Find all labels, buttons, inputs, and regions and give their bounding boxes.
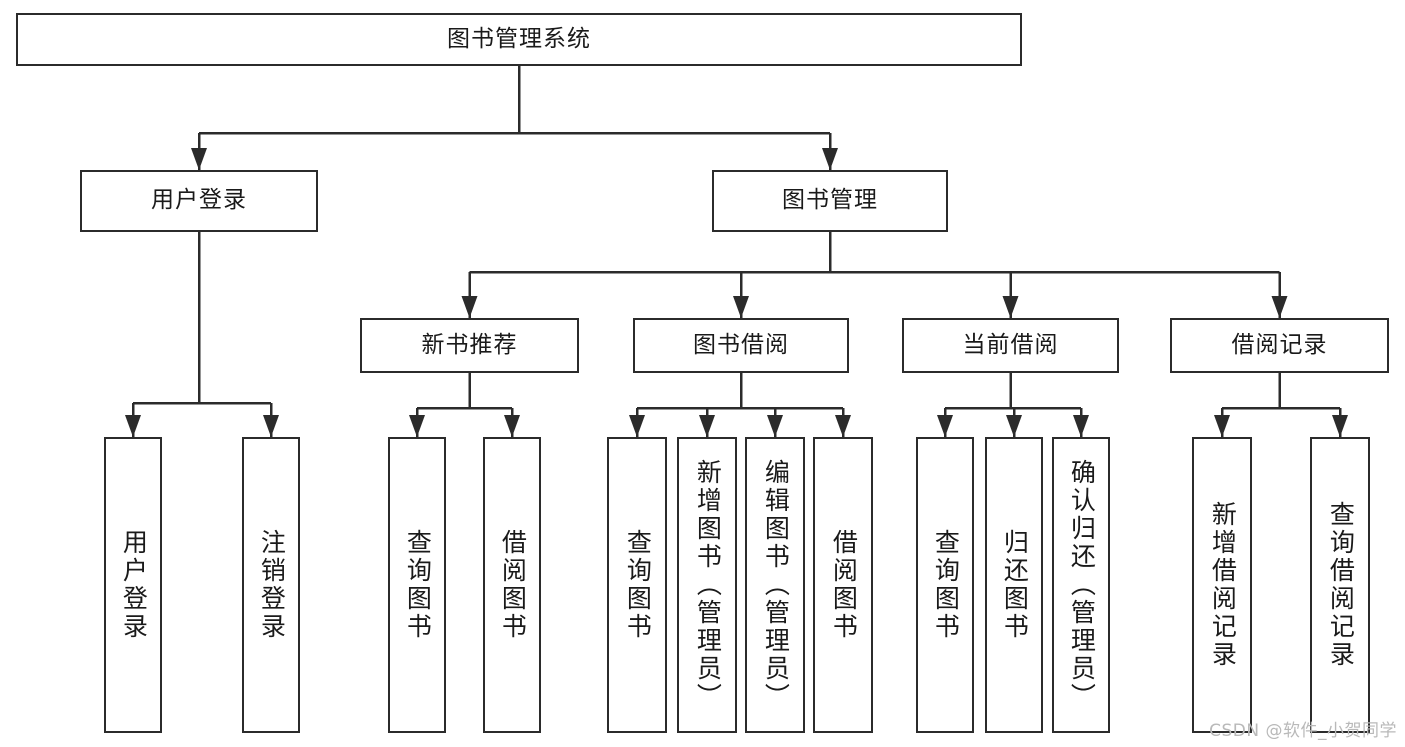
node-leaf-query-borrow-record[interactable]: 查询借阅记录 bbox=[1310, 437, 1370, 733]
node-label: 用户登录 bbox=[151, 187, 247, 214]
node-leaf-edit-book-admin[interactable]: 编辑图书（管理员） bbox=[745, 437, 805, 733]
node-leaf-borrow-book-rec[interactable]: 借阅图书 bbox=[483, 437, 541, 733]
node-label: 图书借阅 bbox=[693, 331, 789, 358]
node-label: 注销登录 bbox=[257, 529, 287, 641]
node-root[interactable]: 图书管理系统 bbox=[16, 13, 1022, 66]
node-leaf-borrow-book[interactable]: 借阅图书 bbox=[813, 437, 873, 733]
node-leaf-query-book-cur[interactable]: 查询图书 bbox=[916, 437, 974, 733]
watermark: CSDN @软件_小贺同学 bbox=[1209, 721, 1397, 741]
node-label: 借阅记录 bbox=[1231, 331, 1328, 358]
node-leaf-add-book-admin[interactable]: 新增图书（管理员） bbox=[677, 437, 737, 733]
node-label: 查询图书 bbox=[623, 529, 653, 641]
node-new-book-recommend[interactable]: 新书推荐 bbox=[360, 318, 579, 373]
node-borrow-records[interactable]: 借阅记录 bbox=[1170, 318, 1389, 373]
node-current-borrow[interactable]: 当前借阅 bbox=[902, 318, 1119, 373]
node-label: 归还图书 bbox=[1000, 529, 1030, 641]
node-label: 查询图书 bbox=[931, 529, 961, 641]
node-label: 新增图书（管理员） bbox=[693, 459, 723, 711]
node-label: 借阅图书 bbox=[498, 529, 528, 641]
node-label: 图书管理 bbox=[782, 187, 878, 214]
node-label: 当前借阅 bbox=[962, 331, 1059, 358]
node-label: 新书推荐 bbox=[421, 331, 518, 358]
node-leaf-query-book[interactable]: 查询图书 bbox=[607, 437, 667, 733]
node-user-login[interactable]: 用户登录 bbox=[80, 170, 318, 232]
node-leaf-return-book[interactable]: 归还图书 bbox=[985, 437, 1043, 733]
node-leaf-query-book-rec[interactable]: 查询图书 bbox=[388, 437, 446, 733]
node-label: 编辑图书（管理员） bbox=[761, 459, 791, 711]
node-label: 用户登录 bbox=[119, 529, 149, 641]
node-label: 确认归还（管理员） bbox=[1067, 459, 1097, 711]
node-label: 新增借阅记录 bbox=[1208, 501, 1238, 669]
node-leaf-confirm-return-admin[interactable]: 确认归还（管理员） bbox=[1052, 437, 1110, 733]
node-book-management[interactable]: 图书管理 bbox=[712, 170, 948, 232]
node-leaf-add-borrow-record[interactable]: 新增借阅记录 bbox=[1192, 437, 1252, 733]
node-leaf-user-login[interactable]: 用户登录 bbox=[104, 437, 162, 733]
node-label: 借阅图书 bbox=[829, 529, 859, 641]
node-book-borrow[interactable]: 图书借阅 bbox=[633, 318, 849, 373]
node-label: 查询借阅记录 bbox=[1326, 501, 1356, 669]
node-leaf-user-logout[interactable]: 注销登录 bbox=[242, 437, 300, 733]
node-label: 查询图书 bbox=[403, 529, 433, 641]
node-label: 图书管理系统 bbox=[447, 25, 591, 52]
